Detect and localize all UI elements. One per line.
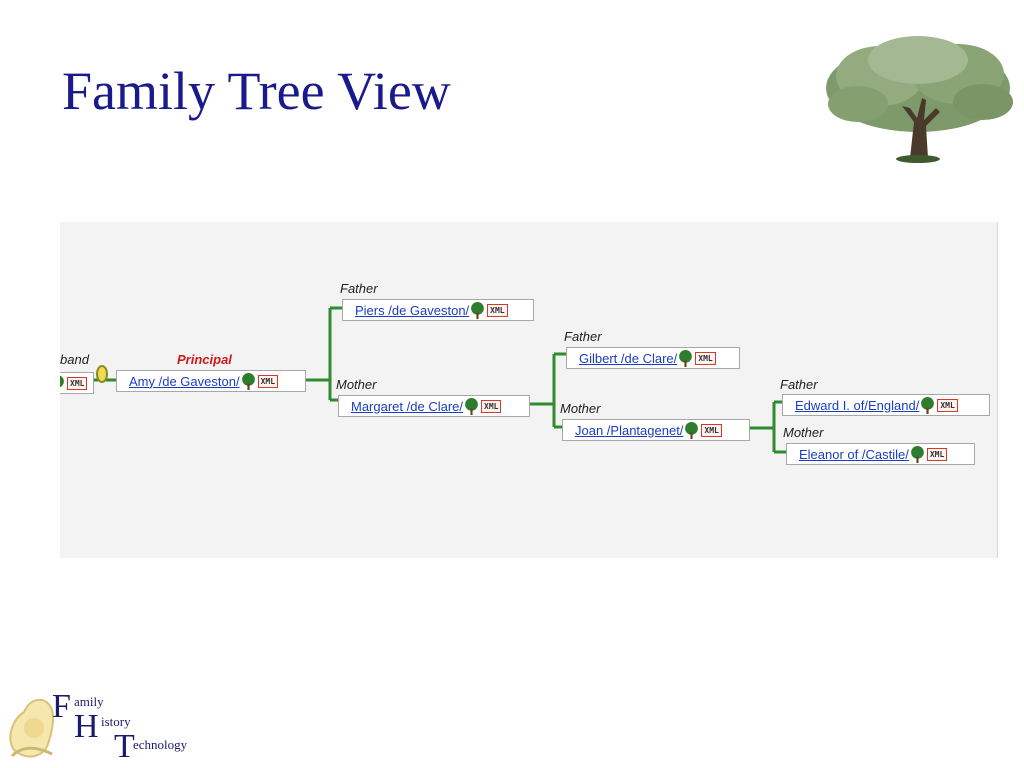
great-grandmother-person-box: Eleanor of /Castile/ XML <box>786 443 975 465</box>
logo-word-amily: amily <box>74 694 104 709</box>
parchment-scroll-icon <box>9 698 55 758</box>
mother-person-link[interactable]: Margaret /de Clare/ <box>351 398 463 414</box>
link-icon[interactable] <box>96 365 108 383</box>
tree-icon[interactable] <box>240 372 257 390</box>
principal-label: Principal <box>177 352 232 367</box>
maternal-grandfather-person-box: Gilbert /de Clare/ XML <box>566 347 740 369</box>
great-grandfather-label: Father <box>780 377 818 392</box>
great-grandmother-person-link[interactable]: Eleanor of /Castile/ <box>799 446 909 462</box>
tree-icon[interactable] <box>469 301 486 319</box>
father-person-box: Piers /de Gaveston/ XML <box>342 299 534 321</box>
xml-export-icon[interactable]: XML <box>937 398 958 412</box>
maternal-grandfather-person-link[interactable]: Gilbert /de Clare/ <box>579 350 678 366</box>
principal-person-box: Amy /de Gaveston/ XML <box>116 370 306 392</box>
great-grandfather-person-link[interactable]: Edward I. of/England/ <box>795 397 920 413</box>
tree-image <box>826 36 1013 163</box>
mother-person-box: Margaret /de Clare/ XML <box>338 395 530 417</box>
xml-export-icon[interactable]: XML <box>695 351 716 365</box>
spouse-label: band <box>60 352 89 367</box>
logo-letter-t: T <box>114 728 135 765</box>
tree-icon[interactable] <box>919 396 936 414</box>
logo-word-echnology: echnology <box>133 737 188 752</box>
logo-letter-h: H <box>74 708 99 745</box>
xml-export-icon[interactable]: XML <box>67 376 88 390</box>
tree-icon[interactable] <box>909 445 926 463</box>
maternal-grandmother-person-box: Joan /Plantagenet/ XML <box>562 419 750 441</box>
great-grandmother-label: Mother <box>783 425 824 440</box>
xml-export-icon[interactable]: XML <box>481 399 502 413</box>
tree-icon[interactable] <box>677 349 694 367</box>
logo-word-istory: istory <box>101 714 131 729</box>
maternal-grandmother-person-link[interactable]: Joan /Plantagenet/ <box>575 422 684 438</box>
maternal-grandmother-label: Mother <box>560 401 601 416</box>
slide-title: Family Tree View <box>62 61 451 121</box>
mother-label: Mother <box>336 377 377 392</box>
xml-export-icon[interactable]: XML <box>701 423 722 437</box>
family-history-technology-logo: F amily H istory T echnology <box>4 684 214 766</box>
father-label: Father <box>340 281 378 296</box>
logo-letter-f: F <box>52 688 71 725</box>
tree-icon[interactable] <box>683 421 700 439</box>
principal-person-link[interactable]: Amy /de Gaveston/ <box>129 373 240 389</box>
xml-export-icon[interactable]: XML <box>926 447 948 461</box>
great-grandfather-person-box: Edward I. of/England/ XML <box>782 394 990 416</box>
tree-icon[interactable] <box>60 375 66 392</box>
xml-export-icon[interactable]: XML <box>487 303 508 317</box>
family-tree-panel: band XML Principal Amy /de Gaveston/ XML… <box>60 222 998 558</box>
tree-icon[interactable] <box>463 397 480 415</box>
father-person-link[interactable]: Piers /de Gaveston/ <box>355 302 470 318</box>
maternal-grandfather-label: Father <box>564 329 602 344</box>
xml-export-icon[interactable]: XML <box>257 374 279 388</box>
spouse-box[interactable]: XML <box>60 372 94 394</box>
